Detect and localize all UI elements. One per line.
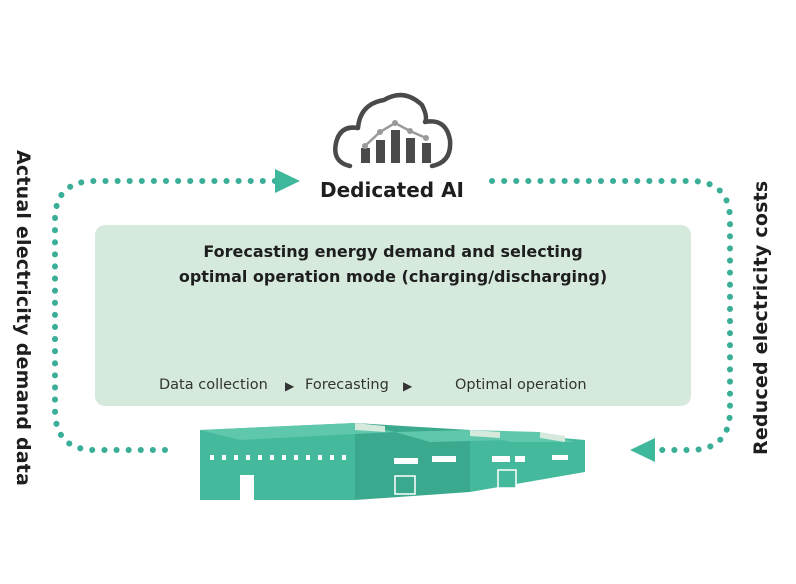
panel-heading: Forecasting energy demand and selecting … — [95, 239, 691, 289]
factory-icon — [200, 423, 585, 500]
right-arrow-head — [630, 438, 655, 462]
left-dotted-arrow — [52, 178, 278, 453]
right-dotted-arrow — [489, 178, 733, 453]
panel-heading-line2: optimal operation mode (charging/dischar… — [178, 267, 608, 286]
left-arrow-head — [275, 169, 300, 193]
ai-title: Dedicated AI — [319, 178, 464, 202]
process-panel: Forecasting energy demand and selecting … — [95, 225, 691, 406]
step-separator-2: ▶ — [403, 379, 413, 393]
step-forecasting: Forecasting — [305, 377, 389, 393]
step-separator-1: ▶ — [285, 379, 295, 393]
step-data-collection: Data collection — [159, 377, 268, 393]
panel-heading-line1: Forecasting energy demand and selecting — [203, 242, 583, 261]
cloud-chart-icon — [333, 92, 453, 169]
step-optimal-operation: Optimal operation — [455, 377, 587, 393]
